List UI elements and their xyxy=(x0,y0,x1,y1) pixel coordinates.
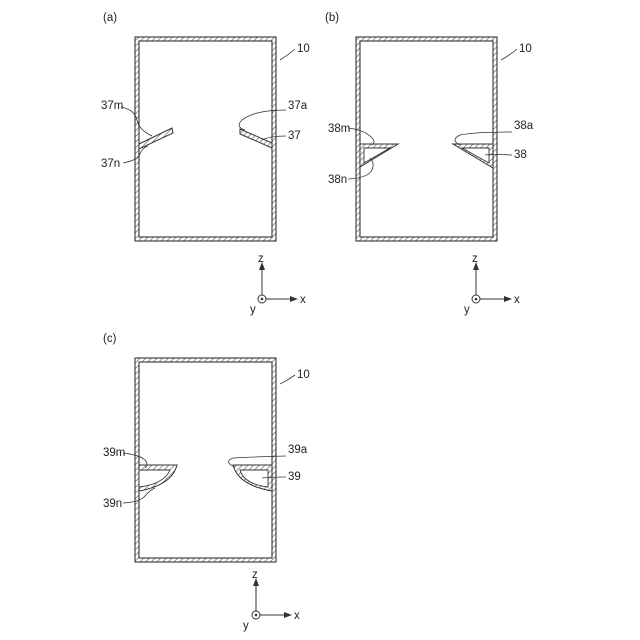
left-label-top: 38m xyxy=(328,123,350,135)
z-label: z xyxy=(258,253,264,265)
x-arrowhead xyxy=(290,296,298,302)
panel-label: (a) xyxy=(103,12,117,24)
housing-label: 10 xyxy=(297,369,310,381)
panel-a: (a) 10 37m 37n 37a 37 z x xyxy=(101,12,310,316)
x-label: x xyxy=(514,294,520,306)
x-arrowhead xyxy=(284,612,292,618)
right-label-top: 38a xyxy=(514,120,534,132)
right-label-bottom: 37 xyxy=(288,130,301,142)
left-label-bottom: 38n xyxy=(328,174,347,186)
right-label-bottom: 39 xyxy=(288,471,301,483)
right-label-top: 39a xyxy=(288,444,308,456)
panel-b: (b) 10 38m 38n 38a 38 z x y xyxy=(325,12,534,316)
y-label: y xyxy=(250,304,256,316)
housing-leader xyxy=(280,375,295,384)
right-label-top: 37a xyxy=(288,100,308,112)
z-label: z xyxy=(472,253,478,265)
housing-leader xyxy=(280,49,295,60)
left-label-bottom: 37n xyxy=(101,158,120,170)
right-label-bottom: 38 xyxy=(514,149,527,161)
right-leader-bottom xyxy=(485,155,512,156)
housing-leader xyxy=(501,49,517,60)
left-label-top: 39m xyxy=(103,447,125,459)
housing-frame xyxy=(135,358,276,562)
panel-c: (c) 10 39m 39n 39a 39 z x y xyxy=(103,333,310,632)
y-label: y xyxy=(464,304,470,316)
housing-label: 10 xyxy=(297,43,310,55)
y-axis-dot xyxy=(261,298,264,301)
x-label: x xyxy=(300,294,306,306)
x-label: x xyxy=(294,610,300,622)
axis-indicator: z x y xyxy=(250,253,306,316)
housing-label: 10 xyxy=(519,43,532,55)
housing-frame xyxy=(356,37,497,241)
axis-indicator: z x y xyxy=(243,569,300,632)
left-label-top: 37m xyxy=(101,100,123,112)
z-label: z xyxy=(252,569,258,581)
y-axis-dot xyxy=(475,298,478,301)
y-label: y xyxy=(243,620,249,632)
axis-indicator: z x y xyxy=(464,253,520,316)
y-axis-dot xyxy=(255,614,258,617)
panel-label: (b) xyxy=(325,12,339,24)
left-label-bottom: 39n xyxy=(103,498,122,510)
x-arrowhead xyxy=(504,296,512,302)
panel-label: (c) xyxy=(103,333,117,345)
